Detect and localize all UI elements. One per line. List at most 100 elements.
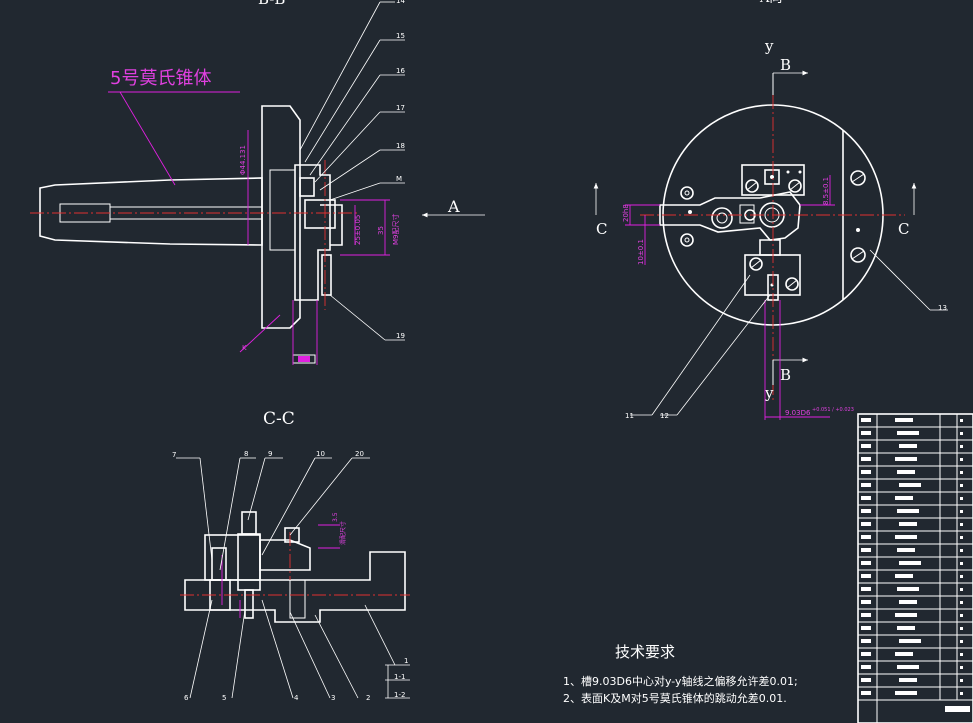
dim-25: 25±0.05 [354, 215, 362, 245]
section-cc-title: C-C [263, 409, 295, 429]
section-mark-2: 1-2 [394, 691, 405, 699]
part-1: 1 [404, 657, 408, 665]
table-cell-name [895, 613, 917, 617]
dim-35: 35 [377, 226, 385, 235]
label-m: M [396, 175, 402, 183]
label-k: K [242, 344, 247, 352]
table-cell-no [861, 444, 871, 448]
table-cell-no [861, 483, 871, 487]
table-cell-name [897, 431, 919, 435]
table-cell-qty [960, 575, 963, 578]
table-cell-name [895, 418, 913, 422]
part-6: 6 [184, 694, 189, 702]
cc-base-plate [184, 551, 406, 623]
axis-y-bottom: y [764, 384, 774, 402]
part-19: 19 [396, 332, 405, 340]
table-cell-no [861, 652, 871, 656]
part-9: 9 [268, 450, 272, 458]
table-cell-name [899, 522, 917, 526]
table-cell-no [861, 535, 871, 539]
table-cell-qty [960, 510, 963, 513]
table-cell-name [899, 561, 921, 565]
part-5: 5 [222, 694, 226, 702]
part-3: 3 [331, 694, 335, 702]
pin-19 [321, 254, 332, 296]
table-cell-no [861, 678, 871, 682]
table-cell-no [861, 626, 871, 630]
part-11: 11 [625, 412, 634, 420]
part-15: 15 [396, 32, 405, 40]
tech-req-line2: 2、表面K及M对5号莫氏锥体的跳动允差0.01. [563, 691, 787, 705]
table-cell-qty [960, 497, 963, 500]
table-cell-name [895, 574, 913, 578]
screw-head-17 [299, 177, 315, 197]
part-14: 14 [396, 0, 405, 5]
table-cell-qty [960, 536, 963, 539]
table-cell-no [861, 613, 871, 617]
table-cell-qty [960, 627, 963, 630]
table-cell-qty [960, 458, 963, 461]
table-cell-no [861, 431, 871, 435]
table-cell-name [895, 652, 913, 656]
table-cell-name [899, 483, 921, 487]
table-cell-name [899, 639, 921, 643]
table-cell-name [897, 626, 915, 630]
table-cell-no [861, 496, 871, 500]
part-2: 2 [366, 694, 370, 702]
table-cell-name [897, 509, 919, 513]
section-b-top: B [780, 56, 791, 74]
table-cell-name [895, 535, 917, 539]
table-cell-qty [960, 471, 963, 474]
table-cell-no [861, 457, 871, 461]
table-cell-no [861, 691, 871, 695]
table-cell-qty [960, 523, 963, 526]
table-cell-no [861, 587, 871, 591]
table-cell-no [861, 509, 871, 513]
table-cell-name [897, 665, 919, 669]
table-cell-qty [960, 549, 963, 552]
table-cell-name [897, 470, 915, 474]
tech-req-title: 技术要求 [615, 643, 675, 661]
table-cell-no [861, 470, 871, 474]
table-cell-name [899, 678, 917, 682]
title-block-mark [945, 706, 970, 712]
dim-m: M9配尺寸 [391, 214, 400, 246]
view-a: A向 y B [593, 0, 948, 420]
technical-requirements: 技术要求 1、槽9.03D6中心对y-y轴线之偏移允许差0.01; 2、表面K及… [563, 643, 798, 705]
section-cc-view: C-C 3.5 滑配尺寸 7 8 9 10 20 [172, 409, 410, 702]
table-cell-qty [960, 445, 963, 448]
dim-20: 20h8 [622, 204, 630, 222]
table-cell-name [897, 548, 915, 552]
view-arrow-a-label: A [447, 197, 460, 216]
axis-y-top: y [764, 37, 774, 55]
table-cell-name [899, 600, 917, 604]
clamp-body [294, 164, 331, 301]
morse-taper-shank [39, 177, 263, 246]
section-b-bottom: B [780, 366, 791, 384]
table-cell-qty [960, 588, 963, 591]
flange-disc [261, 105, 301, 329]
table-cell-qty [960, 640, 963, 643]
clamp-arm [659, 191, 801, 241]
part-17: 17 [396, 104, 405, 112]
part-20: 20 [355, 450, 364, 458]
table-cell-no [861, 522, 871, 526]
table-cell-qty [960, 666, 963, 669]
table-cell-name [897, 587, 919, 591]
table-cell-qty [960, 562, 963, 565]
morse-taper-label: 5号莫氏锥体 [110, 68, 211, 89]
part-8: 8 [244, 450, 248, 458]
table-cell-qty [960, 484, 963, 487]
shank-bore [59, 203, 111, 223]
table-cell-name [899, 444, 917, 448]
dim-903d6: 9.03D6 [785, 409, 811, 417]
table-cell-name [895, 496, 913, 500]
section-c-right: C [898, 220, 909, 238]
part-7: 7 [172, 451, 176, 459]
part-12: 12 [660, 412, 669, 420]
section-mark-1: 1-1 [394, 673, 405, 681]
tech-req-line1: 1、槽9.03D6中心对y-y轴线之偏移允许差0.01; [563, 674, 798, 688]
part-10: 10 [316, 450, 325, 458]
table-cell-qty [960, 653, 963, 656]
